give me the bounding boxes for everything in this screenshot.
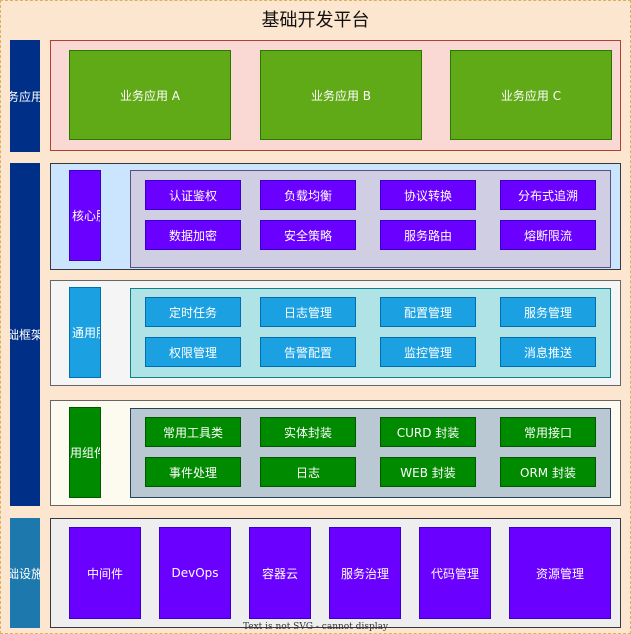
core-item-6[interactable]: 安全策略 [260, 220, 356, 250]
core-item-4[interactable]: 分布式追溯 [500, 180, 596, 210]
core-item-label: 认证鉴权 [168, 188, 217, 203]
side-bar-framework: 础框架 [10, 163, 40, 506]
core-item-label: 负载均衡 [283, 188, 332, 203]
infra-item-5[interactable]: 代码管理 [419, 527, 491, 619]
common-services-label-box: 通用服务 [69, 287, 101, 378]
component-item-5[interactable]: 事件处理 [145, 457, 241, 487]
component-item-6[interactable]: 日志 [260, 457, 356, 487]
core-item-label: 数据加密 [168, 228, 217, 243]
core-item-label: 服务路由 [403, 228, 452, 243]
footer-note: Text is not SVG - cannot display [242, 622, 389, 632]
infra-item-label: 中间件 [86, 566, 123, 581]
components-label-box: 用组件 [69, 407, 101, 498]
component-item-3[interactable]: CURD 封装 [380, 417, 476, 447]
component-item-label: 日志 [295, 465, 320, 480]
component-item-label: 事件处理 [168, 465, 217, 480]
common-item-5[interactable]: 权限管理 [145, 337, 241, 367]
component-item-1[interactable]: 常用工具类 [145, 417, 241, 447]
core-item-7[interactable]: 服务路由 [380, 220, 476, 250]
component-item-8[interactable]: ORM 封装 [500, 457, 596, 487]
page-title: 基础开发平台 [261, 10, 370, 31]
common-item-7[interactable]: 监控管理 [380, 337, 476, 367]
component-item-label: ORM 封装 [520, 465, 576, 480]
common-item-label: 服务管理 [523, 305, 572, 320]
infra-item-4[interactable]: 服务治理 [329, 527, 401, 619]
core-item-8[interactable]: 熔断限流 [500, 220, 596, 250]
component-item-label: 常用工具类 [162, 425, 223, 440]
common-item-1[interactable]: 定时任务 [145, 297, 241, 327]
core-services-label-box: 核心服务 [69, 170, 101, 261]
core-item-1[interactable]: 认证鉴权 [145, 180, 241, 210]
infra-item-1[interactable]: 中间件 [69, 527, 141, 619]
common-item-label: 权限管理 [168, 345, 217, 360]
common-item-label: 消息推送 [523, 345, 572, 360]
app-label-b: 业务应用 B [310, 88, 372, 103]
app-box-a[interactable]: 业务应用 A [69, 50, 231, 140]
component-item-label: 常用接口 [523, 425, 572, 440]
component-item-2[interactable]: 实体封装 [260, 417, 356, 447]
side-bar-infrastructure: 础设施 [10, 518, 40, 628]
core-item-label: 协议转换 [403, 188, 452, 203]
side-bar-application: 务应用 [10, 40, 40, 152]
core-services-label: 核心服务 [72, 209, 100, 223]
common-item-label: 定时任务 [168, 305, 217, 320]
side-label-application: 务应用 [10, 89, 40, 104]
common-item-label: 告警配置 [283, 345, 332, 360]
components-label: 用组件 [70, 446, 100, 460]
side-label-infrastructure: 础设施 [10, 566, 40, 581]
infra-item-label: DevOps [171, 566, 219, 580]
core-item-label: 安全策略 [283, 228, 332, 243]
side-label-framework: 础框架 [10, 328, 40, 342]
app-label-c: 业务应用 C [500, 88, 562, 103]
core-item-3[interactable]: 协议转换 [380, 180, 476, 210]
infra-item-label: 代码管理 [430, 566, 479, 581]
common-item-label: 监控管理 [403, 345, 452, 360]
infra-item-6[interactable]: 资源管理 [509, 527, 611, 619]
common-item-label: 配置管理 [403, 305, 452, 320]
common-item-6[interactable]: 告警配置 [260, 337, 356, 367]
app-label-a: 业务应用 A [119, 88, 181, 103]
common-item-3[interactable]: 配置管理 [380, 297, 476, 327]
component-item-label: WEB 封装 [400, 465, 456, 480]
common-services-label: 通用服务 [72, 326, 100, 340]
infra-item-2[interactable]: DevOps [159, 527, 231, 619]
component-item-label: CURD 封装 [396, 425, 460, 440]
component-item-4[interactable]: 常用接口 [500, 417, 596, 447]
infra-item-label: 容器云 [261, 566, 298, 581]
common-item-4[interactable]: 服务管理 [500, 297, 596, 327]
common-item-2[interactable]: 日志管理 [260, 297, 356, 327]
infra-item-3[interactable]: 容器云 [249, 527, 311, 619]
app-box-c[interactable]: 业务应用 C [450, 50, 612, 140]
infra-item-label: 服务治理 [340, 566, 389, 581]
common-item-label: 日志管理 [283, 305, 332, 320]
common-item-8[interactable]: 消息推送 [500, 337, 596, 367]
core-item-label: 熔断限流 [523, 228, 572, 243]
app-box-b[interactable]: 业务应用 B [260, 50, 422, 140]
core-item-2[interactable]: 负载均衡 [260, 180, 356, 210]
component-item-7[interactable]: WEB 封装 [380, 457, 476, 487]
core-item-label: 分布式追溯 [517, 188, 578, 203]
infra-item-label: 资源管理 [535, 566, 584, 581]
component-item-label: 实体封装 [283, 425, 332, 440]
core-item-5[interactable]: 数据加密 [145, 220, 241, 250]
